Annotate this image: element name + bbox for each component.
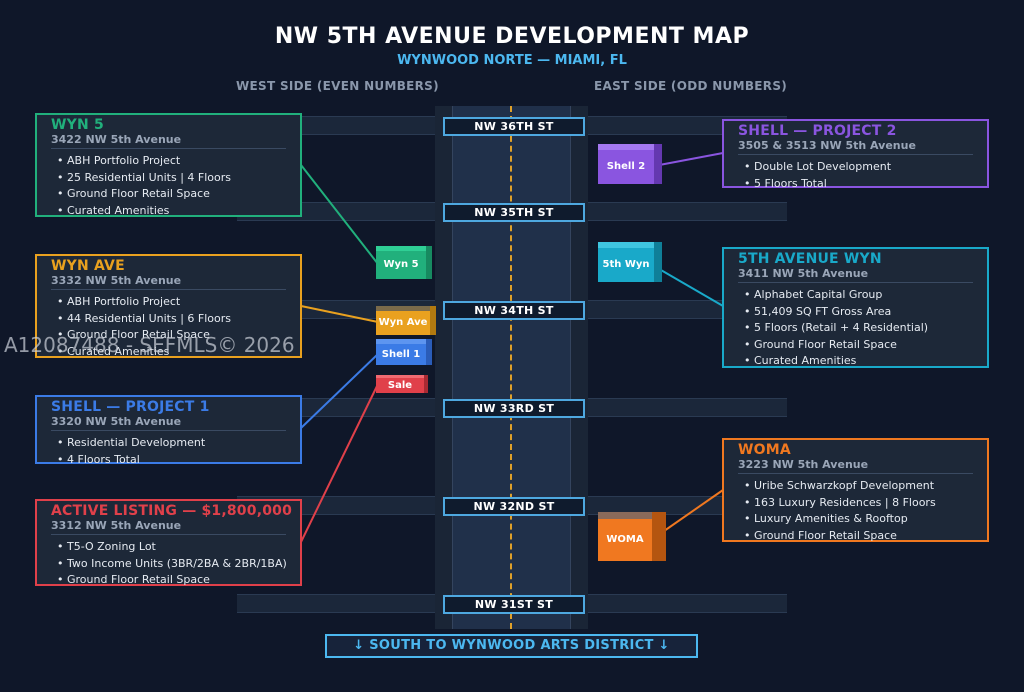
list-item: Curated Amenities	[744, 353, 928, 370]
marker-shell1-side	[426, 339, 432, 365]
marker-shell1-top	[376, 339, 432, 344]
divider	[51, 430, 286, 431]
marker-wyn5-top	[376, 246, 432, 251]
list-item: T5-O Zoning Lot	[57, 539, 287, 556]
map-subtitle: WYNWOOD NORTE — MIAMI, FL	[397, 53, 627, 68]
connector-sale	[300, 383, 379, 543]
marker-shell1[interactable]: Shell 1	[376, 339, 432, 365]
list-item: Residential Development	[57, 435, 205, 452]
connector-shell2	[653, 152, 724, 167]
marker-fifthwyn-label: 5th Wyn	[598, 248, 654, 282]
marker-wyn5[interactable]: Wyn 5	[376, 246, 432, 279]
list-item: ABH Portfolio Project	[57, 153, 231, 170]
marker-woma-top	[598, 512, 666, 519]
list-item: 4 Floors Total	[57, 452, 205, 469]
list-item: 5 Floors (Retail + 4 Residential)	[744, 320, 928, 337]
list-item: 25 Residential Units | 4 Floors	[57, 170, 231, 187]
connector-wyn5	[300, 164, 379, 265]
list-item: Ground Floor Retail Space	[57, 572, 287, 589]
south-direction-banner: ↓ SOUTH TO WYNWOOD ARTS DISTRICT ↓	[325, 634, 698, 658]
list-item: 5 Floors Total	[744, 176, 891, 193]
card-wynave-title: WYN AVE	[51, 258, 125, 274]
list-item: Luxury Amenities & Rooftop	[744, 511, 936, 528]
card-shell2-title: SHELL — PROJECT 2	[738, 123, 897, 139]
list-item: Ground Floor Retail Space	[744, 337, 928, 354]
list-item: Ground Floor Retail Space	[57, 327, 231, 344]
east-side-label: EAST SIDE (ODD NUMBERS)	[594, 79, 788, 93]
card-shell1-title: SHELL — PROJECT 1	[51, 399, 210, 415]
avenue-centerline	[510, 106, 512, 629]
marker-shell2-label: Shell 2	[598, 150, 654, 184]
street-label-31st: NW 31ST ST	[443, 595, 585, 614]
street-label-33rd: NW 33RD ST	[443, 399, 585, 418]
divider	[51, 534, 286, 535]
card-listing-address: 3312 NW 5th Avenue	[51, 519, 182, 532]
divider	[738, 154, 973, 155]
card-wyn5-title: WYN 5	[51, 117, 104, 133]
list-item: Curated Amenities	[57, 344, 231, 361]
marker-sale-label: Sale	[376, 378, 424, 393]
map-title: NW 5TH AVENUE DEVELOPMENT MAP	[274, 24, 750, 49]
connector-shell1	[300, 353, 379, 429]
marker-fifthwyn-side	[654, 242, 662, 282]
divider	[738, 473, 973, 474]
marker-wyn5-side	[426, 246, 432, 279]
card-wyn5[interactable]: WYN 5 3422 NW 5th Avenue ABH Portfolio P…	[35, 113, 302, 217]
list-item: 51,409 SQ FT Gross Area	[744, 304, 928, 321]
marker-wyn-ave[interactable]: Wyn Ave	[376, 306, 436, 335]
west-side-label: WEST SIDE (EVEN NUMBERS)	[236, 79, 439, 93]
marker-sale-side	[424, 375, 428, 393]
marker-5th-wyn[interactable]: 5th Wyn	[598, 242, 662, 282]
connector-wynave	[300, 305, 379, 323]
marker-woma-side	[652, 512, 666, 561]
card-listing-title: ACTIVE LISTING — $1,800,000	[51, 503, 293, 519]
divider	[738, 282, 973, 283]
card-shell2-address: 3505 & 3513 NW 5th Avenue	[738, 139, 916, 152]
list-item: 163 Luxury Residences | 8 Floors	[744, 495, 936, 512]
card-wyn-ave[interactable]: WYN AVE 3332 NW 5th Avenue ABH Portfolio…	[35, 254, 302, 358]
marker-wyn5-label: Wyn 5	[376, 251, 426, 279]
marker-shell2-top	[598, 144, 662, 150]
marker-sale[interactable]: Sale	[376, 375, 428, 393]
list-item: Curated Amenities	[57, 203, 231, 220]
list-item: ABH Portfolio Project	[57, 294, 231, 311]
marker-shell2[interactable]: Shell 2	[598, 144, 662, 184]
street-label-34th: NW 34TH ST	[443, 301, 585, 320]
marker-shell1-label: Shell 1	[376, 344, 426, 365]
marker-wynave-top	[376, 306, 436, 311]
connector-fifthwyn	[653, 265, 724, 307]
card-woma-title: WOMA	[738, 442, 791, 458]
list-item: Alphabet Capital Group	[744, 287, 928, 304]
card-fifthwyn-address: 3411 NW 5th Avenue	[738, 267, 869, 280]
card-wyn5-address: 3422 NW 5th Avenue	[51, 133, 182, 146]
card-shell-project-2[interactable]: SHELL — PROJECT 2 3505 & 3513 NW 5th Ave…	[722, 119, 989, 190]
list-item: Ground Floor Retail Space	[57, 186, 231, 203]
card-shell1-address: 3320 NW 5th Avenue	[51, 415, 182, 428]
street-label-35th: NW 35TH ST	[443, 203, 585, 222]
list-item: 44 Residential Units | 6 Floors	[57, 311, 231, 328]
list-item: Uribe Schwarzkopf Development	[744, 478, 936, 495]
divider	[51, 148, 286, 149]
card-5th-avenue-wyn[interactable]: 5TH AVENUE WYN 3411 NW 5th Avenue Alphab…	[722, 247, 989, 368]
marker-sale-top	[376, 375, 428, 378]
divider	[51, 289, 286, 290]
street-label-32nd: NW 32ND ST	[443, 497, 585, 516]
card-wynave-address: 3332 NW 5th Avenue	[51, 274, 182, 287]
marker-shell2-side	[654, 144, 662, 184]
list-item: Ground Floor Retail Space	[744, 528, 936, 545]
card-active-listing[interactable]: ACTIVE LISTING — $1,800,000 3312 NW 5th …	[35, 499, 302, 586]
marker-wynave-label: Wyn Ave	[376, 311, 430, 335]
street-label-36th: NW 36TH ST	[443, 117, 585, 136]
mls-watermark: A12087488 - SEFMLS© 2026	[4, 333, 295, 357]
marker-fifthwyn-top	[598, 242, 662, 248]
marker-woma-label: WOMA	[598, 519, 652, 561]
card-shell-project-1[interactable]: SHELL — PROJECT 1 3320 NW 5th Avenue Res…	[35, 395, 302, 466]
card-woma-address: 3223 NW 5th Avenue	[738, 458, 869, 471]
marker-wynave-side	[430, 306, 436, 335]
list-item: Two Income Units (3BR/2BA & 2BR/1BA)	[57, 556, 287, 573]
card-woma[interactable]: WOMA 3223 NW 5th Avenue Uribe Schwarzkop…	[722, 438, 989, 542]
card-fifthwyn-title: 5TH AVENUE WYN	[738, 251, 882, 267]
list-item: Double Lot Development	[744, 159, 891, 176]
marker-woma[interactable]: WOMA	[598, 512, 666, 561]
